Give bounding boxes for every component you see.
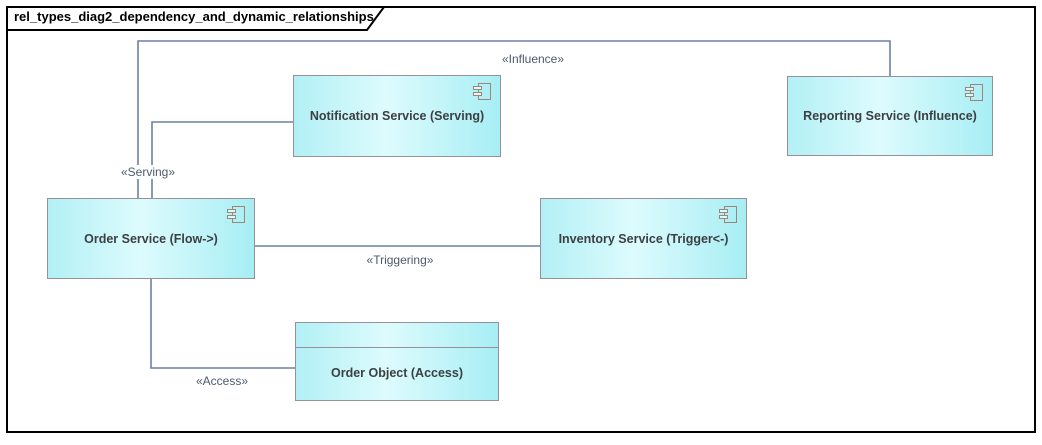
connector-access[interactable] (150, 279, 295, 369)
node-order-service[interactable]: Order Service (Flow->) (47, 198, 255, 279)
connector-label-triggering[interactable]: «Triggering» (364, 253, 436, 267)
component-icon (719, 206, 737, 223)
diagram-frame (6, 6, 1036, 433)
connector-influence[interactable] (137, 40, 891, 198)
node-label: Inventory Service (Trigger<-) (558, 231, 729, 246)
connector-label-serving[interactable]: «Serving» (118, 165, 178, 179)
node-notification-service[interactable]: Notification Service (Serving) (293, 75, 501, 157)
connector-label-access[interactable]: «Access» (193, 374, 251, 388)
connector-serving[interactable] (151, 121, 293, 198)
object-header-band (296, 323, 498, 348)
component-icon (227, 206, 245, 223)
component-icon (965, 84, 983, 101)
node-label: Order Object (Access) (331, 365, 463, 380)
diagram-title: rel_types_diag2_dependency_and_dynamic_r… (14, 9, 374, 24)
node-label: Notification Service (Serving) (309, 109, 485, 123)
node-reporting-service[interactable]: Reporting Service (Influence) (787, 76, 993, 156)
frame-tab-shape (6, 6, 386, 31)
connector-label-influence[interactable]: «Influence» (499, 52, 567, 66)
node-label: Order Service (Flow->) (84, 231, 218, 246)
node-order-object[interactable]: Order Object (Access) (295, 322, 499, 401)
node-inventory-service[interactable]: Inventory Service (Trigger<-) (540, 198, 747, 279)
node-label: Reporting Service (Influence) (803, 109, 977, 123)
component-icon (473, 83, 491, 100)
